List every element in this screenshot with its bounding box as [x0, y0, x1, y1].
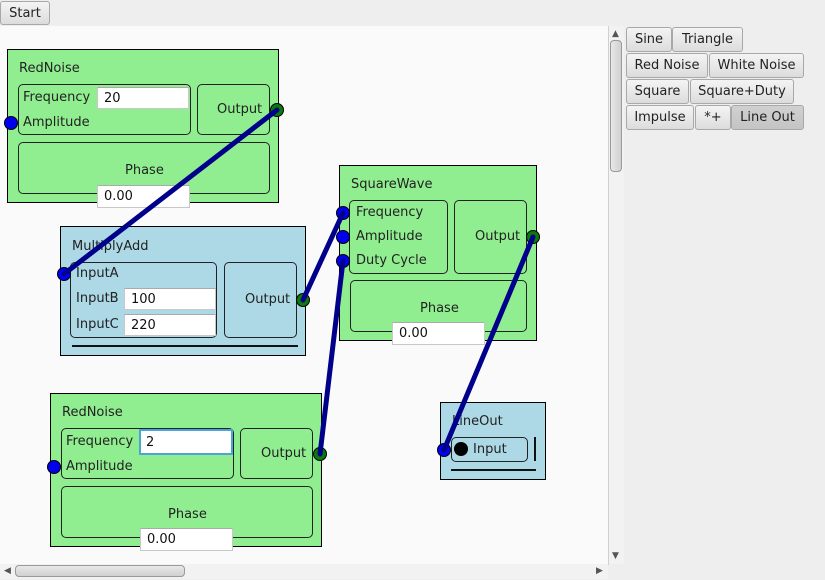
phase-label: Phase	[420, 301, 459, 316]
divider	[451, 469, 536, 471]
amplitude-input-port[interactable]	[4, 116, 18, 130]
phase-input[interactable]: 0.00	[140, 528, 233, 551]
scroll-left-icon[interactable]: ◀	[4, 566, 11, 576]
phase-input[interactable]: 0.00	[392, 322, 485, 345]
amplitude-input-port[interactable]	[336, 230, 350, 244]
frequency-input[interactable]: 2	[139, 429, 233, 455]
divider	[72, 345, 298, 347]
impulse-button[interactable]: Impulse	[626, 105, 694, 130]
rednoise-node-2[interactable]	[50, 393, 322, 547]
output-label: Output	[475, 229, 521, 244]
scroll-right-icon[interactable]: ▶	[596, 566, 603, 576]
node-title: MultiplyAdd	[72, 239, 149, 254]
scroll-down-icon[interactable]: ▼	[612, 551, 619, 561]
output-port[interactable]	[313, 447, 327, 461]
line-out-button[interactable]: Line Out	[731, 105, 804, 130]
amplitude-label: Amplitude	[23, 115, 90, 130]
patch-canvas[interactable]: RedNoise Frequency 20 Amplitude Output P…	[0, 26, 609, 565]
vertical-scroll-thumb[interactable]	[610, 40, 622, 172]
output-port[interactable]	[270, 103, 284, 117]
output-label: Output	[261, 446, 307, 461]
inputa-input-port[interactable]	[57, 267, 71, 281]
sine-button[interactable]: Sine	[626, 27, 672, 52]
output-port[interactable]	[526, 230, 540, 244]
square-button[interactable]: Square	[626, 79, 689, 104]
phase-label: Phase	[125, 163, 164, 178]
amplitude-label: Amplitude	[66, 459, 133, 474]
phase-label: Phase	[168, 507, 207, 522]
output-panel	[240, 428, 313, 479]
output-label: Output	[217, 102, 263, 117]
triangle-button[interactable]: Triangle	[672, 27, 743, 52]
vertical-scrollbar[interactable]: ▲ ▼	[609, 26, 624, 564]
horizontal-scroll-thumb[interactable]	[15, 565, 185, 577]
output-port[interactable]	[296, 293, 310, 307]
amplitude-input-port[interactable]	[47, 460, 61, 474]
horizontal-scrollbar[interactable]: ◀ ▶	[0, 564, 608, 579]
input-port[interactable]	[437, 443, 451, 457]
frequency-label: Frequency	[356, 205, 424, 220]
inputc-label: InputC	[76, 317, 119, 332]
inputs-panel	[61, 428, 234, 479]
node-title: SquareWave	[351, 177, 433, 192]
frequency-input[interactable]: 20	[97, 87, 189, 109]
duty-cycle-input-port[interactable]	[336, 254, 350, 268]
start-button[interactable]: Start	[0, 1, 50, 25]
duty-cycle-label: Duty Cycle	[356, 253, 427, 268]
frequency-label: Frequency	[23, 90, 91, 105]
divider-vertical	[534, 437, 536, 461]
inputc-input[interactable]: 220	[124, 314, 216, 336]
scroll-up-icon[interactable]: ▲	[612, 29, 619, 39]
node-title: RedNoise	[19, 61, 80, 76]
inputa-label: InputA	[76, 266, 119, 281]
red-noise-button[interactable]: Red Noise	[626, 53, 708, 78]
inputb-input[interactable]: 100	[124, 288, 216, 310]
multiply-add-button[interactable]: *+	[695, 105, 731, 130]
amplitude-label: Amplitude	[356, 229, 423, 244]
output-label: Output	[245, 292, 291, 307]
node-title: RedNoise	[62, 405, 123, 420]
phase-input[interactable]: 0.00	[97, 185, 190, 208]
white-noise-button[interactable]: White Noise	[709, 53, 804, 78]
inputb-label: InputB	[76, 291, 119, 306]
node-title: LineOut	[452, 414, 503, 429]
square-duty-button[interactable]: Square+Duty	[690, 79, 794, 104]
input-indicator-icon	[454, 442, 468, 456]
frequency-input-port[interactable]	[336, 206, 350, 220]
frequency-label: Frequency	[66, 434, 134, 449]
input-label: Input	[473, 442, 507, 457]
